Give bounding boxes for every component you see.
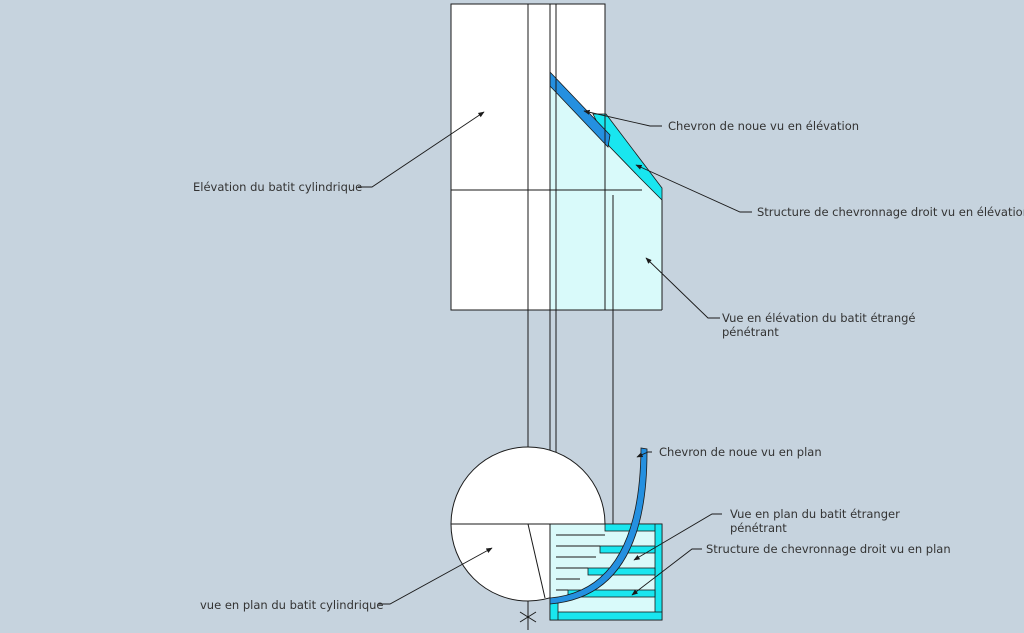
label-hip-rafter-elevation: Chevron de noue vu en élévation [668,119,860,133]
hip-rafter-plan [549,447,648,605]
label-foreign-plan: Vue en plan du batit étranger pénétrant [730,507,900,535]
plan-view [450,446,663,630]
leader-cyl-elevation [358,111,485,188]
label-cylinder-plan: vue en plan du batit cylindrique [200,598,384,612]
cross-marker [519,606,537,630]
label-straight-rafters-plan: Structure de chevronnage droit vu en pla… [706,542,951,556]
label-foreign-elevation-line2: pénétrant [722,325,779,339]
label-foreign-plan-line2: pénétrant [730,521,787,535]
leader-straight-plan [631,548,702,596]
leader-straight-elevation [635,164,752,213]
leader-hip-plan [636,451,652,458]
elevation-view [450,3,663,311]
leader-hip-elevation [583,109,662,127]
label-foreign-elevation: Vue en élévation du batit étrangé pénétr… [722,311,916,339]
penetrating-body-elevation [550,82,662,310]
leader-foreign-plan [633,513,722,561]
label-foreign-elevation-line1: Vue en élévation du batit étrangé [722,311,916,325]
leader-cyl-plan [378,547,493,605]
label-hip-rafter-plan: Chevron de noue vu en plan [659,445,822,459]
label-straight-rafters-elevation: Structure de chevronnage droit vu en élé… [757,205,1024,219]
label-foreign-plan-line1: Vue en plan du batit étranger [730,507,900,521]
leader-lines [358,109,752,605]
leader-foreign-elevation [645,257,720,319]
label-cylinder-elevation: Elévation du batit cylindrique [193,180,363,194]
